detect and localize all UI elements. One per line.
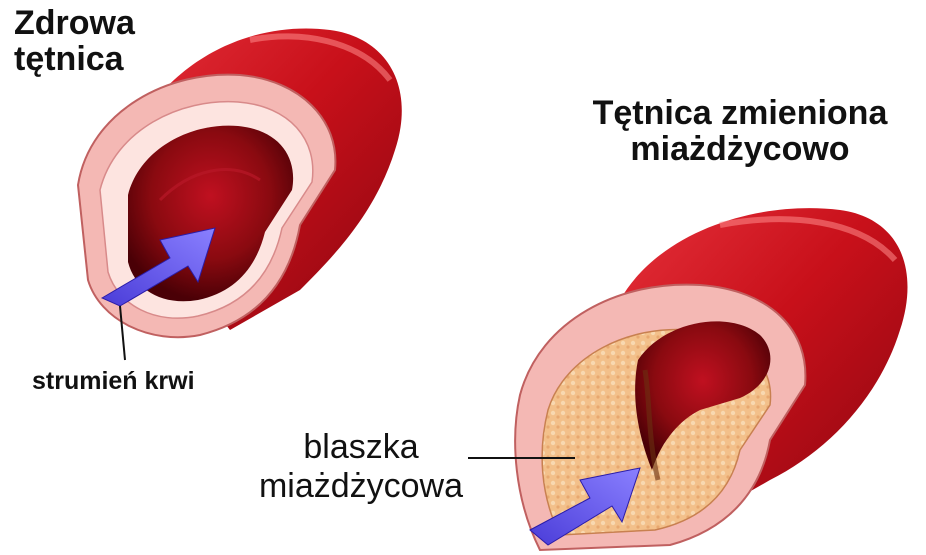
diseased-title-line1: Tętnica zmieniona — [560, 96, 920, 132]
plaque-label-line2: miażdżycowa — [236, 467, 486, 506]
diseased-title-line2: miażdżycowo — [560, 132, 920, 168]
diseased-artery — [468, 208, 908, 550]
healthy-title-line2: tętnica — [14, 42, 135, 78]
diseased-artery-title: Tętnica zmieniona miażdżycowo — [560, 96, 920, 167]
plaque-label: blaszka miażdżycowa — [236, 428, 486, 506]
plaque-label-line1: blaszka — [236, 428, 486, 467]
healthy-artery-title: Zdrowa tętnica — [14, 6, 135, 77]
healthy-artery — [78, 29, 402, 360]
blood-flow-label: strumień krwi — [32, 368, 195, 394]
healthy-title-line1: Zdrowa — [14, 6, 135, 42]
